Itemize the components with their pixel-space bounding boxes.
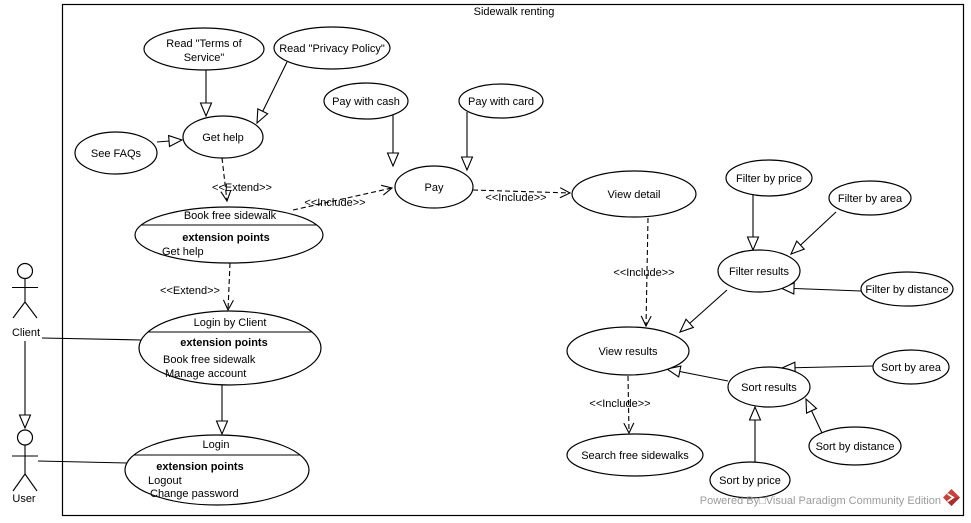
- connector-include-viewdetail-viewresults[interactable]: <<Include>>: [613, 217, 675, 328]
- usecase-label: View detail: [608, 189, 661, 201]
- usecase-login[interactable]: Login extension points Logout Change pas…: [120, 434, 314, 506]
- usecase-pay[interactable]: Pay: [394, 165, 474, 209]
- connector-sortbyarea-sortresults[interactable]: [780, 361, 874, 375]
- visual-paradigm-logo-icon: [943, 489, 960, 506]
- connector-client-loginbyclient[interactable]: [41, 337, 142, 341]
- usecase-pay-with-card[interactable]: Pay with card: [458, 83, 544, 119]
- usecase-label: Filter by price: [736, 173, 802, 185]
- usecase-sort-by-distance[interactable]: Sort by distance: [808, 426, 902, 466]
- usecase-label: Service": [184, 52, 225, 64]
- usecase-label: Get help: [202, 132, 244, 144]
- stereotype-include-label: <<Include>>: [304, 197, 365, 209]
- usecase-see-faqs[interactable]: See FAQs: [74, 131, 158, 175]
- usecase-label: Pay: [425, 182, 444, 194]
- stereotype-extend-label: <<Extend>>: [212, 182, 272, 194]
- usecase-label: Filter by distance: [865, 284, 948, 296]
- usecase-label: Search free sidewalks: [581, 450, 689, 462]
- connector-sortbydistance-sortresults[interactable]: [805, 397, 823, 434]
- stereotype-extend-label: <<Extend>>: [160, 285, 220, 297]
- extension-points-header: extension points: [182, 232, 269, 244]
- usecase-label: Sort by distance: [816, 441, 895, 453]
- usecase-view-results[interactable]: View results: [566, 326, 690, 376]
- extension-points-header: extension points: [180, 337, 267, 349]
- usecase-label: View results: [598, 346, 658, 358]
- usecase-sort-by-price[interactable]: Sort by price: [709, 461, 791, 499]
- usecase-read-terms-of-service[interactable]: Read "Terms of Service": [143, 27, 265, 71]
- connector-filterbyarea-filterresults[interactable]: [789, 211, 837, 255]
- extension-point-item: Get help: [162, 246, 204, 258]
- connector-extend-gethelp-bookfreesidewalk[interactable]: <<Extend>>: [212, 157, 272, 203]
- usecase-search-free-sidewalks[interactable]: Search free sidewalks: [566, 433, 704, 477]
- usecase-label: Read "Privacy Policy": [279, 43, 385, 55]
- usecase-label: Pay with card: [468, 96, 534, 108]
- connector-sortresults-viewresults[interactable]: [665, 365, 729, 382]
- usecase-label: Pay with cash: [332, 96, 400, 108]
- connector-seefaqs-gethelp[interactable]: [156, 134, 184, 148]
- usecase-label: Sort by price: [719, 475, 781, 487]
- usecase-login-by-client[interactable]: Login by Client extension points Book fr…: [135, 310, 325, 386]
- usecase-label: Login by Client: [194, 317, 267, 329]
- actor-client-label: Client: [12, 327, 40, 339]
- connector-readprivacy-gethelp[interactable]: [256, 61, 288, 125]
- usecase-pay-with-cash[interactable]: Pay with cash: [323, 82, 409, 120]
- usecase-filter-results[interactable]: Filter results: [717, 249, 801, 293]
- actor-user-label: User: [12, 493, 36, 505]
- powered-by-watermark: Powered By□Visual Paradigm Community Edi…: [700, 495, 941, 507]
- usecase-book-free-sidewalk[interactable]: Book free sidewalk extension points Get …: [130, 206, 328, 264]
- diagram-title: Sidewalk renting: [474, 6, 555, 18]
- usecase-label: Sort results: [741, 382, 797, 394]
- extension-points-header: extension points: [156, 461, 243, 473]
- stereotype-include-label: <<Include>>: [613, 267, 674, 279]
- connector-user-login[interactable]: [37, 460, 128, 464]
- connector-include-pay-viewdetail[interactable]: <<Include>>: [472, 187, 572, 204]
- stereotype-include-label: <<Include>>: [589, 398, 650, 410]
- usecase-label: Filter by area: [838, 193, 903, 205]
- actor-client[interactable]: Client: [12, 262, 40, 340]
- extension-point-item: Book free sidewalk: [163, 354, 256, 366]
- connector-include-bookfreesidewalk-pay[interactable]: <<Include>>: [292, 184, 394, 211]
- connector-extend-bookfreesidewalk-loginbyclient[interactable]: <<Extend>>: [160, 262, 234, 312]
- usecase-sort-by-area[interactable]: Sort by area: [872, 349, 950, 385]
- usecase-label: Login: [203, 439, 230, 451]
- usecase-view-detail[interactable]: View detail: [571, 170, 697, 218]
- usecase-label: Filter results: [729, 266, 789, 278]
- usecase-filter-by-distance[interactable]: Filter by distance: [860, 271, 954, 307]
- usecase-read-privacy-policy[interactable]: Read "Privacy Policy": [273, 26, 391, 70]
- usecase-filter-by-area[interactable]: Filter by area: [828, 180, 912, 216]
- actor-user[interactable]: User: [12, 429, 38, 505]
- extension-point-item: Change password: [150, 488, 239, 500]
- stereotype-include-label: <<Include>>: [485, 192, 546, 204]
- extension-point-item: Manage account: [165, 368, 246, 380]
- usecase-label: See FAQs: [91, 148, 142, 160]
- connector-filterbydistance-filterresults[interactable]: [779, 282, 862, 295]
- connector-filterresults-viewresults[interactable]: [678, 289, 728, 333]
- usecase-filter-by-price[interactable]: Filter by price: [725, 159, 813, 197]
- usecase-label: Read "Terms of: [166, 38, 242, 50]
- usecase-label: Book free sidewalk: [184, 210, 277, 222]
- usecase-label: Sort by area: [881, 362, 942, 374]
- extension-point-item: Logout: [148, 475, 182, 487]
- connector-include-viewresults-searchfreesidewalks[interactable]: <<Include>>: [589, 375, 651, 435]
- usecase-sort-results[interactable]: Sort results: [727, 366, 811, 408]
- usecase-get-help[interactable]: Get help: [182, 115, 264, 159]
